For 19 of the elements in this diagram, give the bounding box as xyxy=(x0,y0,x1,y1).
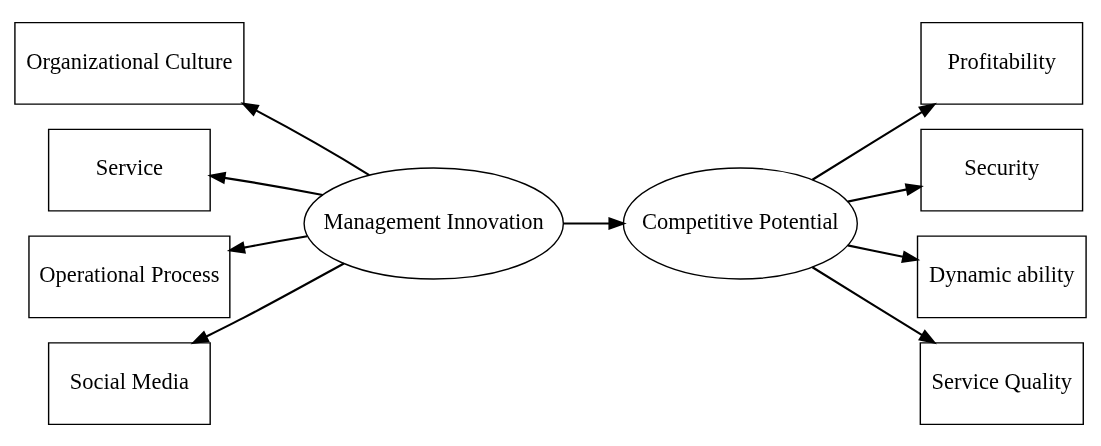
node-box: Dynamic ability xyxy=(916,234,1087,318)
node-box: Service Quality xyxy=(919,341,1084,425)
arrow xyxy=(811,102,937,181)
node-box: Security xyxy=(920,128,1084,212)
node-box: Profitability xyxy=(920,21,1084,105)
node-box: Operational Process xyxy=(28,234,231,318)
arrow xyxy=(190,262,345,344)
node-box: Organizational Culture xyxy=(14,21,245,105)
node-ellipse: Competitive Potential xyxy=(622,166,858,280)
arrow xyxy=(226,234,308,254)
arrow xyxy=(811,265,937,344)
arrow xyxy=(207,171,323,196)
arrow xyxy=(563,216,627,230)
node-box: Social Media xyxy=(47,341,211,425)
arrow xyxy=(847,243,921,263)
node-box: Service xyxy=(47,128,211,212)
arrow xyxy=(240,101,370,176)
arrow xyxy=(847,182,924,203)
node-ellipse: Management Innovation xyxy=(303,166,565,280)
